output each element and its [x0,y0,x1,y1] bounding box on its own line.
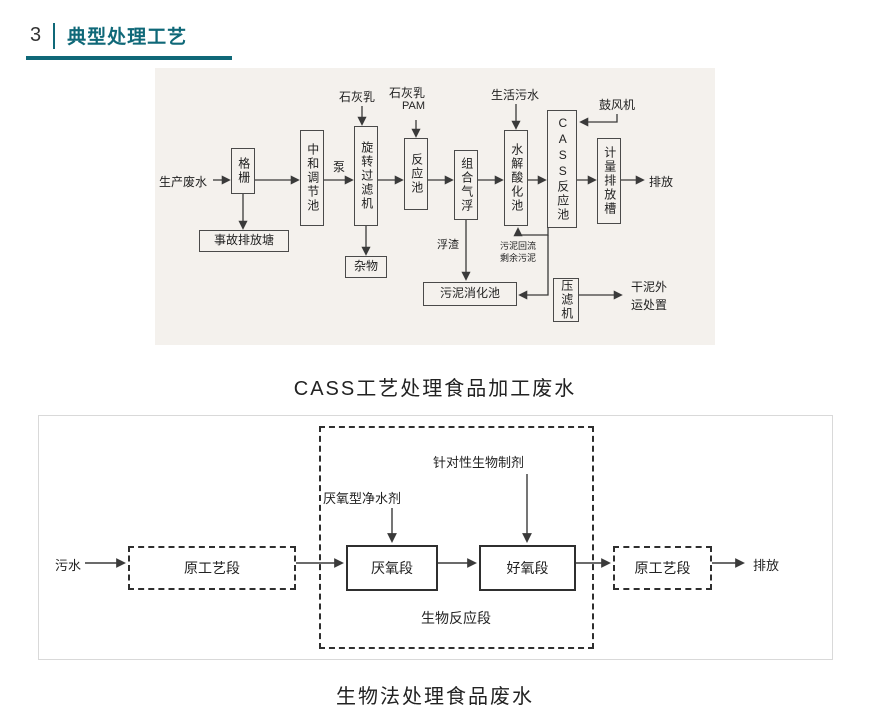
bio-reaction-boundary [319,426,594,649]
label-sewage: 污水 [55,558,82,573]
bio-arrows-layer [85,474,745,568]
cass-arrows-layer [213,104,645,300]
node-cass-tank: CASS反应池 [547,110,577,228]
label-targeted-bio-agent: 针对性生物制剂 [433,455,525,470]
node-metering-tank: 计量排放槽 [597,138,621,224]
node-accident-pond: 事故排放塘 [199,230,289,252]
node-filter-press: 压滤机 [553,278,579,322]
label-production-wastewater: 生产废水 [159,175,208,189]
label-discharge: 排放 [649,175,674,189]
node-aerobic-stage: 好氧段 [479,545,576,591]
label-pump: 泵 [333,160,346,174]
node-original-process-1: 原工艺段 [128,546,296,590]
label-lime-milk-1: 石灰乳 [339,90,376,104]
section-header-row: 3 典型处理工艺 [26,20,232,60]
node-debris: 杂物 [345,256,387,278]
label-effluent-discharge: 排放 [753,558,780,573]
node-hydrolysis-tank: 水解酸化池 [504,130,528,226]
node-anaerobic-stage: 厌氧段 [346,545,438,591]
header-divider [53,22,56,49]
section-number: 3 [30,24,42,46]
node-neutralization-tank: 中和调节池 [300,130,324,226]
label-anaerobic-agent: 厌氧型净水剂 [323,491,402,506]
label-domestic-sewage: 生活污水 [491,88,540,102]
bio-flow-diagram: 污水 厌氧型净水剂 针对性生物制剂 排放 生物反应段 原工艺段 厌氧段 好氧段 … [38,415,833,660]
node-original-process-2: 原工艺段 [613,546,712,590]
node-grid-screen: 格栅 [231,148,255,194]
node-air-flotation: 组合气浮 [454,150,478,220]
label-pam: PAM [402,100,426,112]
label-excess-sludge: 剩余污泥 [500,253,537,263]
label-sludge-return: 污泥回流 [500,241,537,251]
section-header: 3 典型处理工艺 [26,20,232,60]
node-rotary-filter: 旋转过滤机 [354,126,378,226]
label-lime-milk-2: 石灰乳 [389,86,426,100]
bio-diagram-caption: 生物法处理食品废水 [336,686,534,705]
cass-flow-diagram: 生产废水 泵 石灰乳 石灰乳 PAM 生活污水 鼓风机 排放 浮渣 污泥回流 剩… [155,68,715,345]
label-blower: 鼓风机 [599,98,636,112]
label-scum: 浮渣 [437,239,459,251]
label-bio-reaction-section: 生物反应段 [421,610,491,626]
node-sludge-digestion-tank: 污泥消化池 [423,282,517,306]
node-reaction-tank: 反应池 [404,138,428,210]
section-title: 典型处理工艺 [67,27,188,48]
label-dry-sludge-disposal: 干泥外运处置 [630,280,667,312]
cass-diagram-caption: CASS工艺处理食品加工废水 [293,378,577,400]
